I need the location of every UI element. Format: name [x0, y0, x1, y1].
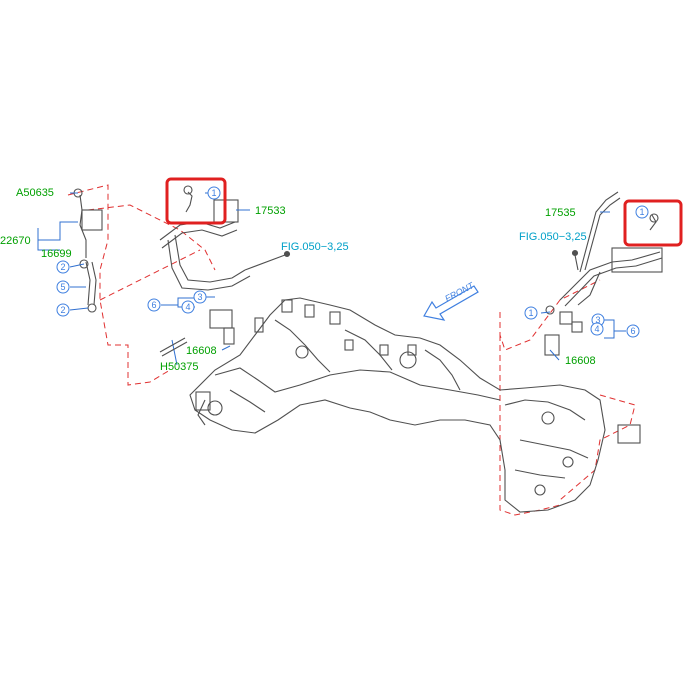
- dashed-outline: [67, 184, 636, 516]
- callout-ring-c4-left: [181, 300, 195, 314]
- callout-c5: 5: [60, 282, 65, 292]
- callout-ring-c6-left: [147, 298, 161, 312]
- right-fuel-pipe: [544, 191, 663, 356]
- callout-ring-c1-right: [524, 306, 538, 320]
- leader-lines: [37, 192, 626, 366]
- callout-ring-c3: [193, 290, 207, 304]
- callout-c3: 3: [197, 292, 202, 302]
- highlight-box-right: [623, 199, 683, 247]
- callout-c3-right: 3: [595, 315, 600, 325]
- callout-c1-right-top: 1: [639, 207, 644, 217]
- callout-c1-left: 1: [211, 188, 216, 198]
- fig-reference-left: FIG.050−3,25: [281, 241, 349, 253]
- callout-ring-c4-right: [590, 322, 604, 336]
- callout-c2-lower: 2: [60, 305, 65, 315]
- callout-c2-upper: 2: [60, 262, 65, 272]
- label-17535: 17535: [545, 207, 576, 219]
- label-a50635: A50635: [16, 187, 54, 199]
- label-22670: 22670: [0, 235, 31, 247]
- left-hose: [73, 188, 103, 313]
- front-label: FRONT: [443, 280, 476, 304]
- label-16699: 16699: [41, 248, 72, 260]
- front-arrow-icon: [423, 285, 479, 321]
- callout-c4-right: 4: [594, 324, 599, 334]
- label-h50375: H50375: [160, 361, 199, 373]
- callout-c4-left: 4: [185, 302, 190, 312]
- label-16608-left: 16608: [186, 345, 217, 357]
- callout-ring-c5: [56, 280, 70, 294]
- callout-rings: [56, 186, 649, 338]
- callout-ring-c1-left: [207, 186, 221, 200]
- callout-ring-c1-right-top: [635, 205, 649, 219]
- callout-c6-left: 6: [151, 300, 156, 310]
- callout-c6-right: 6: [630, 326, 635, 336]
- fig-reference-right: FIG.050−3,25: [519, 231, 587, 243]
- highlight-boxes: [165, 177, 683, 247]
- callout-c1-right: 1: [528, 308, 533, 318]
- label-17533: 17533: [255, 205, 286, 217]
- label-16608-right: 16608: [565, 355, 596, 367]
- intake-manifold: [189, 297, 641, 513]
- callout-ring-c6-right: [626, 324, 640, 338]
- small-parts: [159, 185, 659, 357]
- callout-ring-c2-lower: [56, 303, 70, 317]
- callout-ring-c2-upper: [56, 260, 70, 274]
- highlight-box-left: [165, 177, 227, 225]
